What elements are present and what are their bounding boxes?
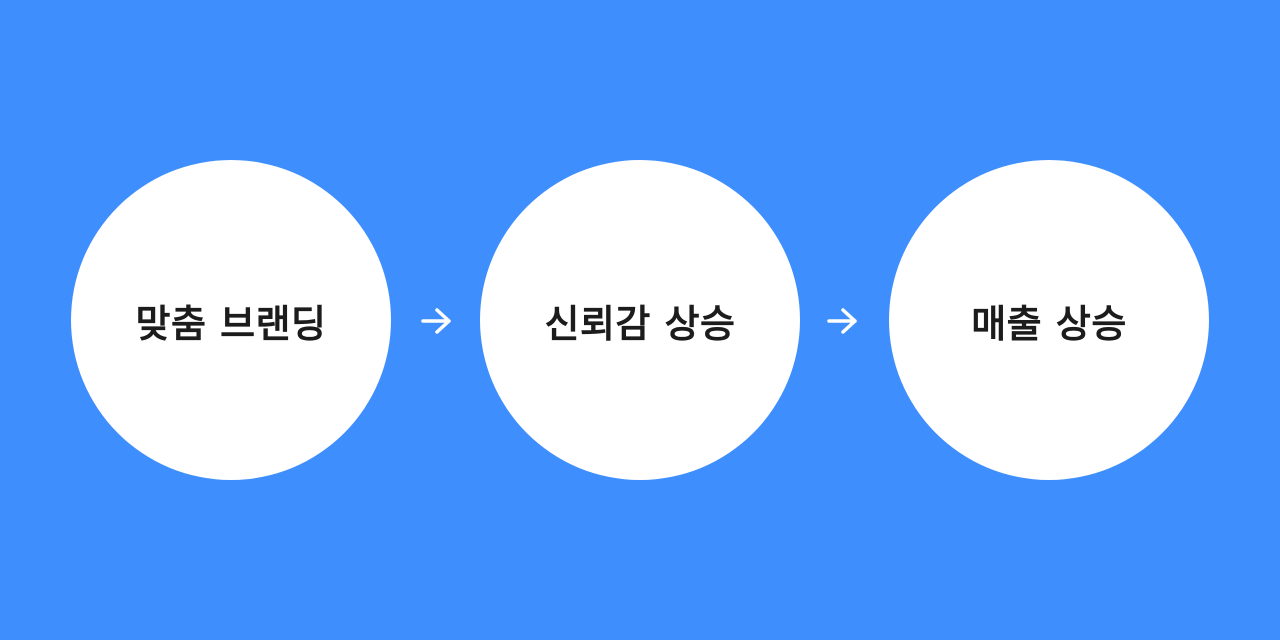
right-arrow-icon [826,306,860,336]
step-label-1: 맞춤 브랜딩 [135,301,327,346]
right-arrow-icon-svg [421,308,451,334]
right-arrow-icon [420,306,454,336]
step-circle-1: 맞춤 브랜딩 [71,160,391,480]
step-circle-3: 매출 상승 [889,160,1209,480]
right-arrow-icon-svg [827,308,857,334]
step-label-2: 신뢰감 상승 [544,301,736,346]
step-label-3: 매출 상승 [971,301,1127,346]
step-circle-2: 신뢰감 상승 [480,160,800,480]
